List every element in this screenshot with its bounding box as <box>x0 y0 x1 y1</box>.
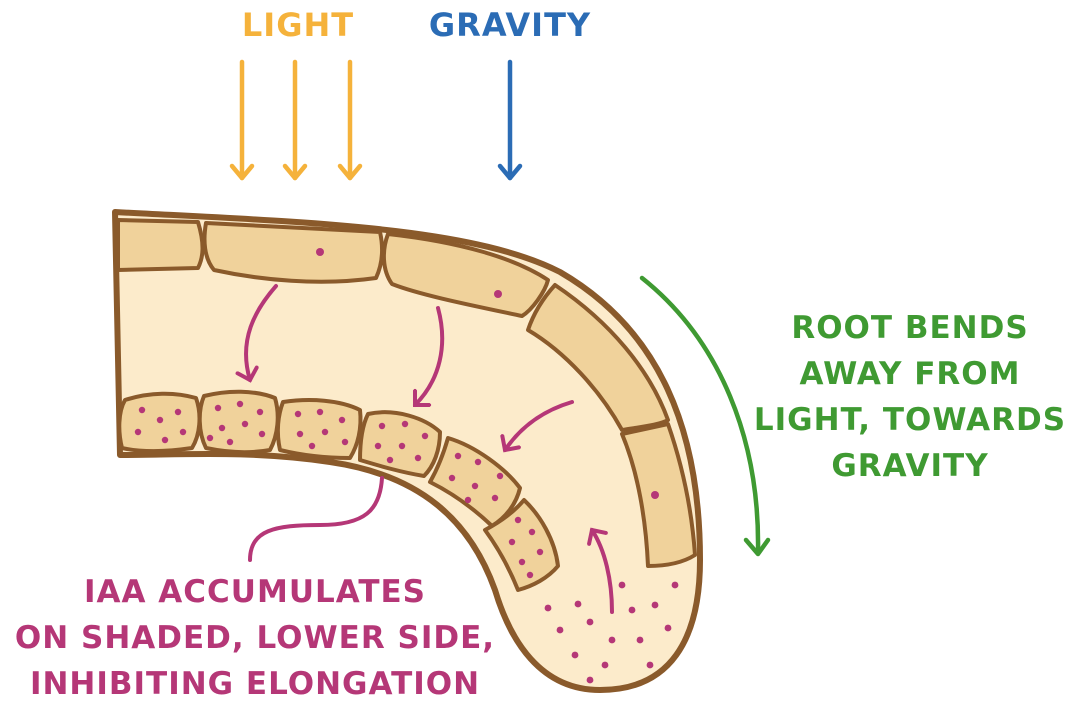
bend-caption-line: AWAY FROM <box>800 356 1021 392</box>
lower-cell <box>197 389 280 455</box>
iaa-dots-lower-cells <box>134 400 544 579</box>
upper-cell-layer <box>116 218 697 568</box>
upper-cell-nuclei <box>316 248 659 499</box>
iaa-dots-tip <box>544 581 679 684</box>
gravity-label: GRAVITY <box>429 6 591 44</box>
iaa-caption: IAA ACCUMULATES ON SHADED, LOWER SIDE, I… <box>15 574 495 702</box>
iaa-leader-line <box>248 476 384 562</box>
light-arrows <box>229 59 363 181</box>
nucleus <box>494 290 502 298</box>
nucleus <box>651 491 659 499</box>
iaa-arrow <box>587 527 614 614</box>
iaa-caption-line: ON SHADED, LOWER SIDE, <box>15 620 495 656</box>
upper-cell <box>526 283 670 432</box>
lower-cell <box>275 398 363 460</box>
upper-cell <box>381 232 550 318</box>
upper-cell <box>202 221 385 284</box>
upper-cell <box>116 218 205 272</box>
nucleus <box>316 248 324 256</box>
iaa-caption-line: IAA ACCUMULATES <box>84 574 426 610</box>
bend-arrow <box>639 275 771 557</box>
iaa-arrow <box>235 284 278 383</box>
iaa-arrow <box>412 306 445 408</box>
iaa-movement-arrows <box>235 284 614 614</box>
bend-caption-line: GRAVITY <box>831 448 988 484</box>
lower-cell-layer <box>117 389 560 592</box>
iaa-caption-line: INHIBITING ELONGATION <box>30 666 480 702</box>
gravity-arrow <box>497 59 523 181</box>
lower-cell <box>483 498 560 592</box>
bend-caption-line: LIGHT, TOWARDS <box>754 402 1066 438</box>
iaa-arrow <box>500 400 574 453</box>
light-label: LIGHT <box>242 6 354 44</box>
bend-caption: ROOT BENDS AWAY FROM LIGHT, TOWARDS GRAV… <box>754 310 1066 484</box>
bend-caption-line: ROOT BENDS <box>791 310 1028 346</box>
